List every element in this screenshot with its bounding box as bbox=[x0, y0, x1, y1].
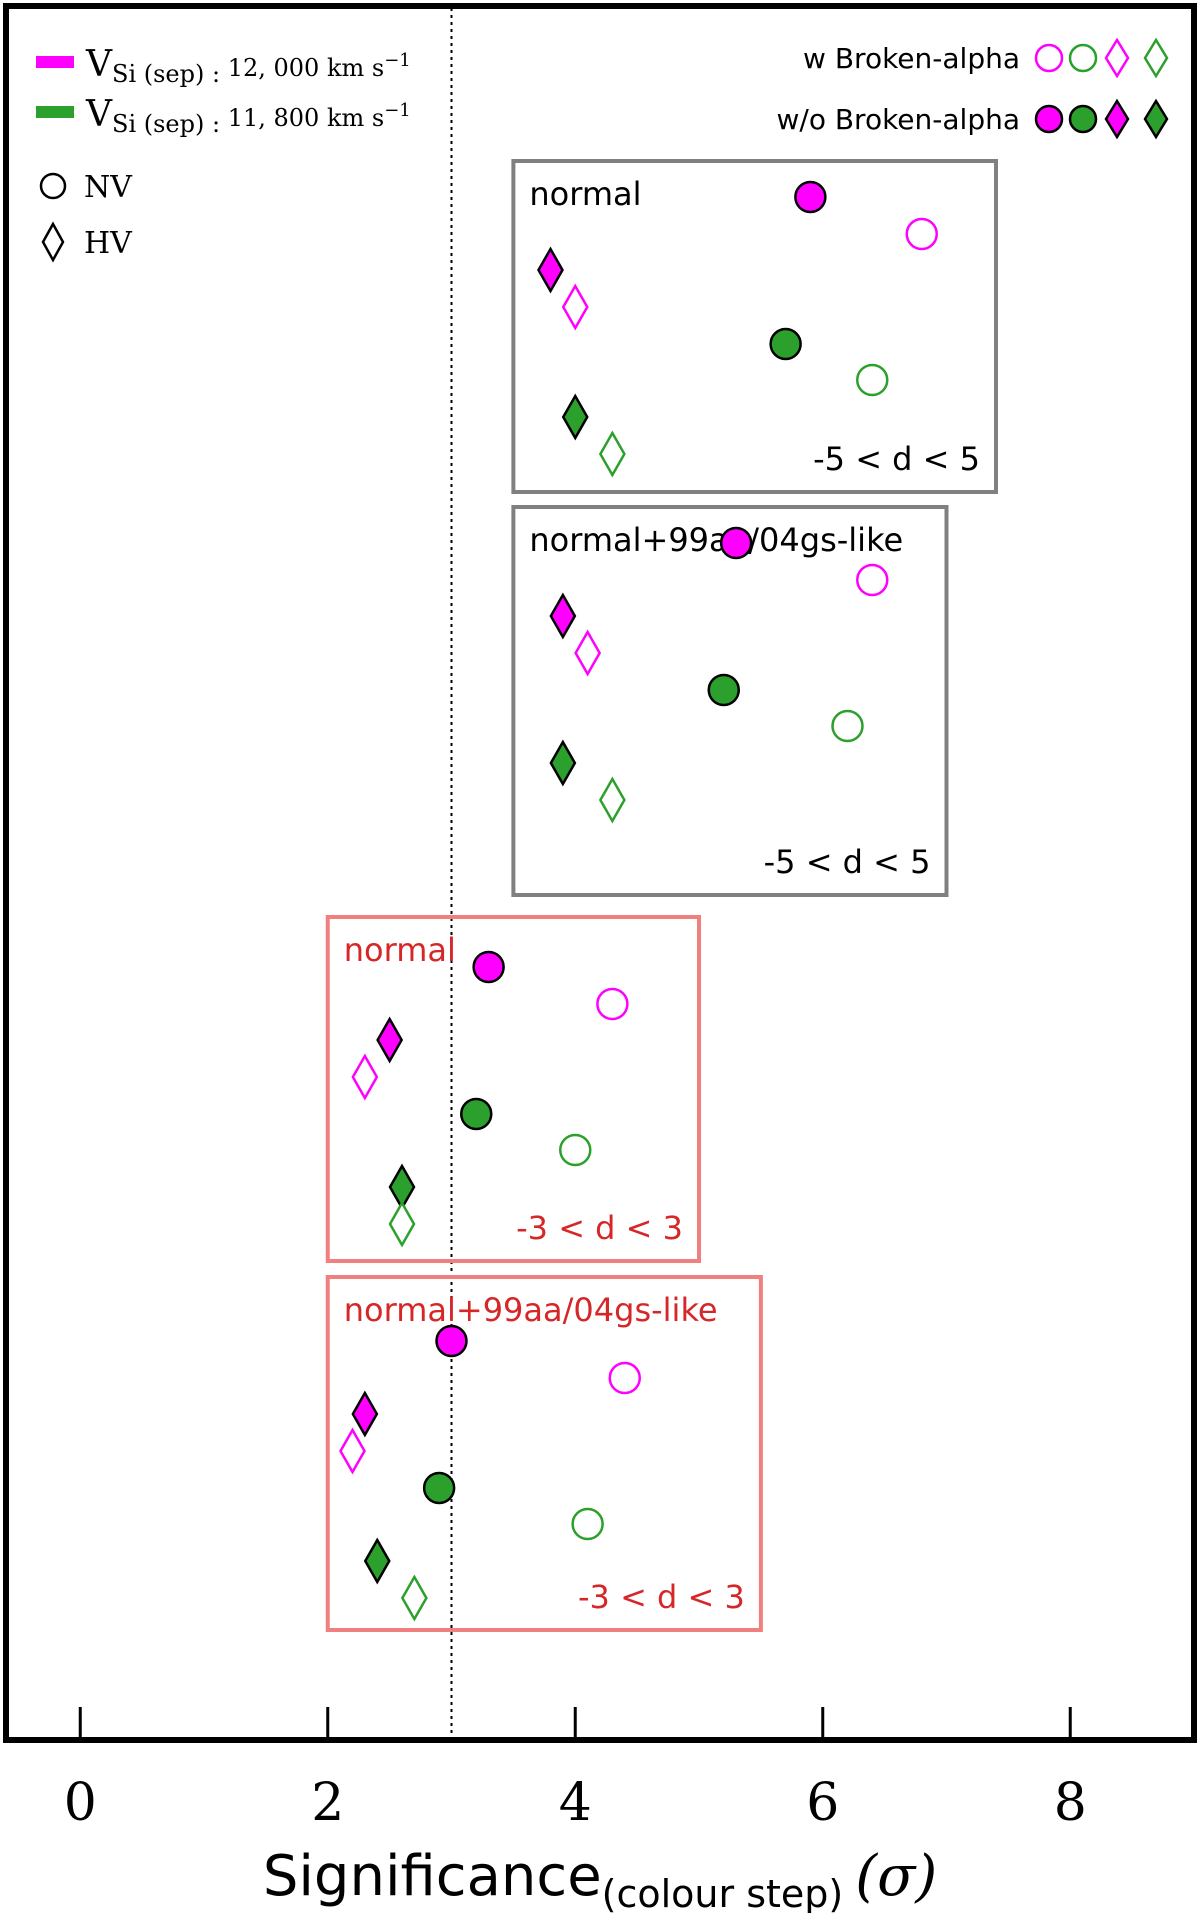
legend-velocity-subscript: Si (sep) : bbox=[112, 60, 228, 88]
x-tick-label: 8 bbox=[1054, 1773, 1087, 1833]
data-point-circle bbox=[608, 1361, 641, 1395]
legend-fill-diamond bbox=[1104, 37, 1130, 79]
panel-box bbox=[325, 1275, 763, 1632]
x-axis-ticks: 0 2 4 6 8 bbox=[64, 1707, 1087, 1833]
x-tick-label: 2 bbox=[311, 1773, 344, 1833]
x-axis-label-unit: (σ) bbox=[855, 1844, 937, 1909]
panel-title: normal+99aa/04gs-like bbox=[344, 1291, 718, 1329]
legend-fill-circle bbox=[1034, 43, 1064, 73]
data-point-diamond bbox=[574, 629, 602, 677]
data-point-circle bbox=[559, 1133, 592, 1167]
legend-shape-label: HV bbox=[84, 226, 133, 261]
legend-fill-circle bbox=[1068, 104, 1098, 134]
plot-frame bbox=[3, 3, 1197, 1743]
data-point-diamond bbox=[537, 246, 564, 294]
panel: normal -3 < d < 3 bbox=[325, 915, 701, 1263]
legend-velocity-exponent: −1 bbox=[384, 50, 411, 71]
data-point-diamond bbox=[351, 1053, 379, 1101]
x-axis-label-main: Significance bbox=[263, 1844, 602, 1909]
data-point-circle bbox=[769, 327, 802, 361]
data-point-circle bbox=[905, 217, 938, 251]
data-point-diamond bbox=[363, 1537, 391, 1585]
legend-velocity-prefix: V bbox=[85, 44, 113, 85]
legend-velocity-subscript: Si (sep) : bbox=[112, 110, 228, 138]
legend-velocity-label: VSi (sep) : 12, 000 km s−1 bbox=[85, 44, 411, 88]
legend-fill-circle bbox=[1068, 43, 1098, 73]
panel-range: -3 < d < 3 bbox=[578, 1578, 745, 1616]
x-tick-label: 0 bbox=[64, 1773, 97, 1833]
data-point-diamond bbox=[351, 1390, 379, 1438]
legend-fill-label: w Broken-alpha bbox=[803, 42, 1020, 75]
legend-fill-circle bbox=[1034, 104, 1064, 134]
legend-shape-diamond bbox=[41, 221, 65, 263]
panel-title: normal+99aa/04gs-like bbox=[529, 521, 903, 559]
legend-fill-label: w/o Broken-alpha bbox=[776, 103, 1020, 136]
panel: normal+99aa/04gs-like -3 < d < 3 bbox=[325, 1275, 763, 1632]
data-point-diamond bbox=[598, 776, 626, 824]
data-point-diamond bbox=[376, 1016, 404, 1064]
panel-box bbox=[511, 505, 949, 897]
data-point-diamond bbox=[400, 1574, 428, 1622]
x-tick-label: 4 bbox=[559, 1773, 592, 1833]
data-point-circle bbox=[794, 180, 827, 214]
data-point-circle bbox=[435, 1324, 468, 1358]
legend-velocity-exponent: −1 bbox=[384, 100, 411, 121]
legend-velocity-swatch bbox=[36, 106, 74, 118]
data-point-circle bbox=[422, 1471, 456, 1505]
data-point-diamond bbox=[598, 430, 626, 478]
panel-box bbox=[511, 159, 998, 494]
data-point-circle bbox=[596, 987, 629, 1021]
data-point-circle bbox=[707, 673, 740, 707]
data-point-circle bbox=[460, 1097, 493, 1131]
panel-title: normal bbox=[529, 175, 641, 213]
legend-velocity-value: 12, 000 km s bbox=[228, 54, 384, 82]
data-point-diamond bbox=[388, 1200, 416, 1248]
legend-fill-diamond bbox=[1143, 98, 1169, 140]
x-tick-label: 6 bbox=[806, 1773, 839, 1833]
data-point-diamond bbox=[561, 393, 589, 441]
data-point-diamond bbox=[549, 739, 577, 787]
panel-title: normal bbox=[344, 931, 456, 969]
panel: normal -5 < d < 5 bbox=[511, 159, 998, 494]
data-point-diamond bbox=[339, 1427, 366, 1475]
panel-range: -5 < d < 5 bbox=[764, 843, 931, 881]
data-point-diamond bbox=[561, 283, 589, 331]
panel-range: -3 < d < 3 bbox=[516, 1209, 683, 1247]
legend-fill-diamond bbox=[1104, 98, 1130, 140]
legend-velocity-value: 11, 800 km s bbox=[228, 104, 384, 132]
data-point-diamond bbox=[549, 592, 577, 640]
data-point-circle bbox=[719, 526, 753, 560]
legend-velocity-swatch bbox=[36, 56, 74, 68]
panel-box bbox=[325, 915, 701, 1263]
data-point-circle bbox=[856, 363, 889, 397]
data-point-circle bbox=[571, 1507, 604, 1541]
legend-shape-circle bbox=[39, 172, 67, 200]
x-axis-label-sub: (colour step) bbox=[602, 1872, 844, 1913]
legend-velocity-label: VSi (sep) : 11, 800 km s−1 bbox=[85, 94, 411, 138]
x-axis-label: Significance(colour step) (σ) bbox=[263, 1844, 937, 1913]
legend-shape-label: NV bbox=[84, 170, 133, 205]
legend-fill-diamond bbox=[1143, 37, 1169, 79]
panel-range: -5 < d < 5 bbox=[813, 440, 980, 478]
data-point-circle bbox=[831, 709, 864, 743]
panel: normal+99aa/04gs-like -5 < d < 5 bbox=[511, 505, 949, 897]
panels: normal -5 < d < 5 normal+99aa/04gs-like -5 … bbox=[325, 159, 998, 1632]
data-point-circle bbox=[472, 950, 505, 984]
data-point-circle bbox=[856, 563, 889, 597]
legend-velocity-prefix: V bbox=[85, 94, 113, 135]
